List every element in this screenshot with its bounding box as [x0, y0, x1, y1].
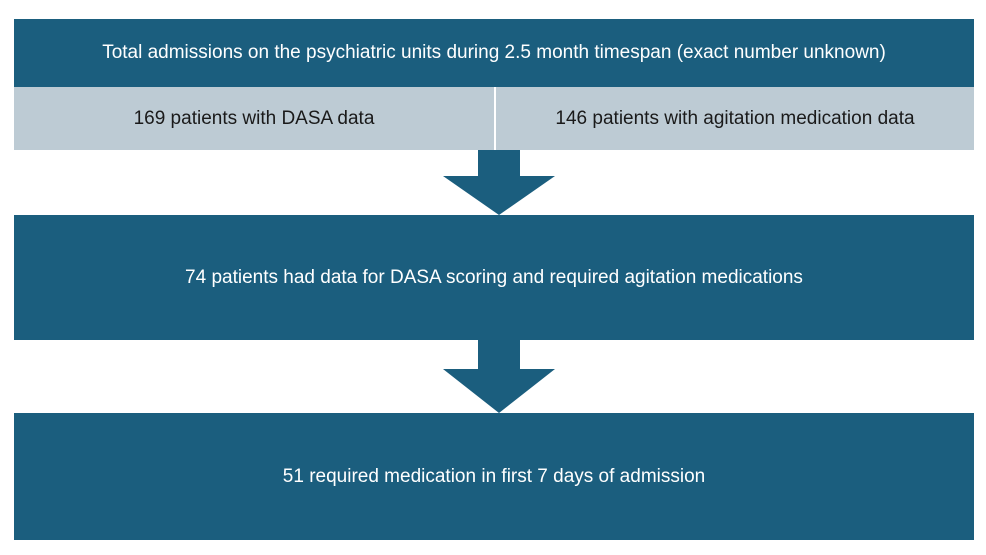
node-agitation-data: 146 patients with agitation medication d… — [496, 87, 974, 150]
node-dasa-data-label: 169 patients with DASA data — [133, 107, 375, 129]
node-first-7-days-label: 51 required medication in first 7 days o… — [282, 465, 706, 487]
node-total-admissions: Total admissions on the psychiatric unit… — [14, 19, 974, 87]
split-divider — [494, 87, 496, 150]
down-arrow-icon — [443, 340, 555, 413]
node-dasa-and-meds-label: 74 patients had data for DASA scoring an… — [185, 266, 803, 288]
down-arrow-icon — [443, 150, 555, 215]
node-first-7-days: 51 required medication in first 7 days o… — [14, 413, 974, 540]
node-dasa-and-meds: 74 patients had data for DASA scoring an… — [14, 215, 974, 340]
node-agitation-data-label: 146 patients with agitation medication d… — [555, 107, 915, 129]
node-dasa-data: 169 patients with DASA data — [14, 87, 494, 150]
node-total-admissions-label: Total admissions on the psychiatric unit… — [102, 42, 886, 64]
